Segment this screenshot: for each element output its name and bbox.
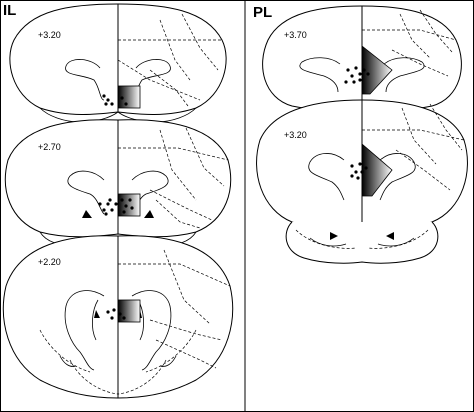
panel-label-pl: PL bbox=[253, 4, 272, 21]
target-region-box bbox=[117, 299, 141, 323]
panel-label-il: IL bbox=[3, 2, 16, 19]
target-region-box bbox=[117, 193, 141, 217]
injection-dots bbox=[350, 162, 368, 180]
section-coordinate-label: +2.70 bbox=[38, 142, 61, 152]
section-coordinate-label: +3.20 bbox=[284, 130, 307, 140]
il-section-3-20: +3.20 bbox=[9, 3, 227, 123]
target-region-wedge bbox=[361, 45, 393, 95]
target-region-box bbox=[117, 85, 141, 109]
section-coordinate-label: +3.70 bbox=[284, 30, 307, 40]
section-coordinate-label: +2.20 bbox=[38, 257, 61, 267]
injection-dots bbox=[98, 198, 134, 216]
injection-dots bbox=[102, 94, 128, 106]
pl-section-3-20: +3.20 bbox=[256, 99, 468, 264]
il-section-2-20: +2.20 bbox=[2, 235, 234, 399]
injection-dots bbox=[106, 308, 126, 320]
section-coordinate-label: +3.20 bbox=[38, 30, 61, 40]
target-region-wedge bbox=[361, 143, 393, 197]
injection-dots bbox=[344, 66, 370, 84]
pl-section-3-70: +3.70 bbox=[262, 5, 462, 110]
il-section-2-70: +2.70 bbox=[4, 119, 232, 247]
